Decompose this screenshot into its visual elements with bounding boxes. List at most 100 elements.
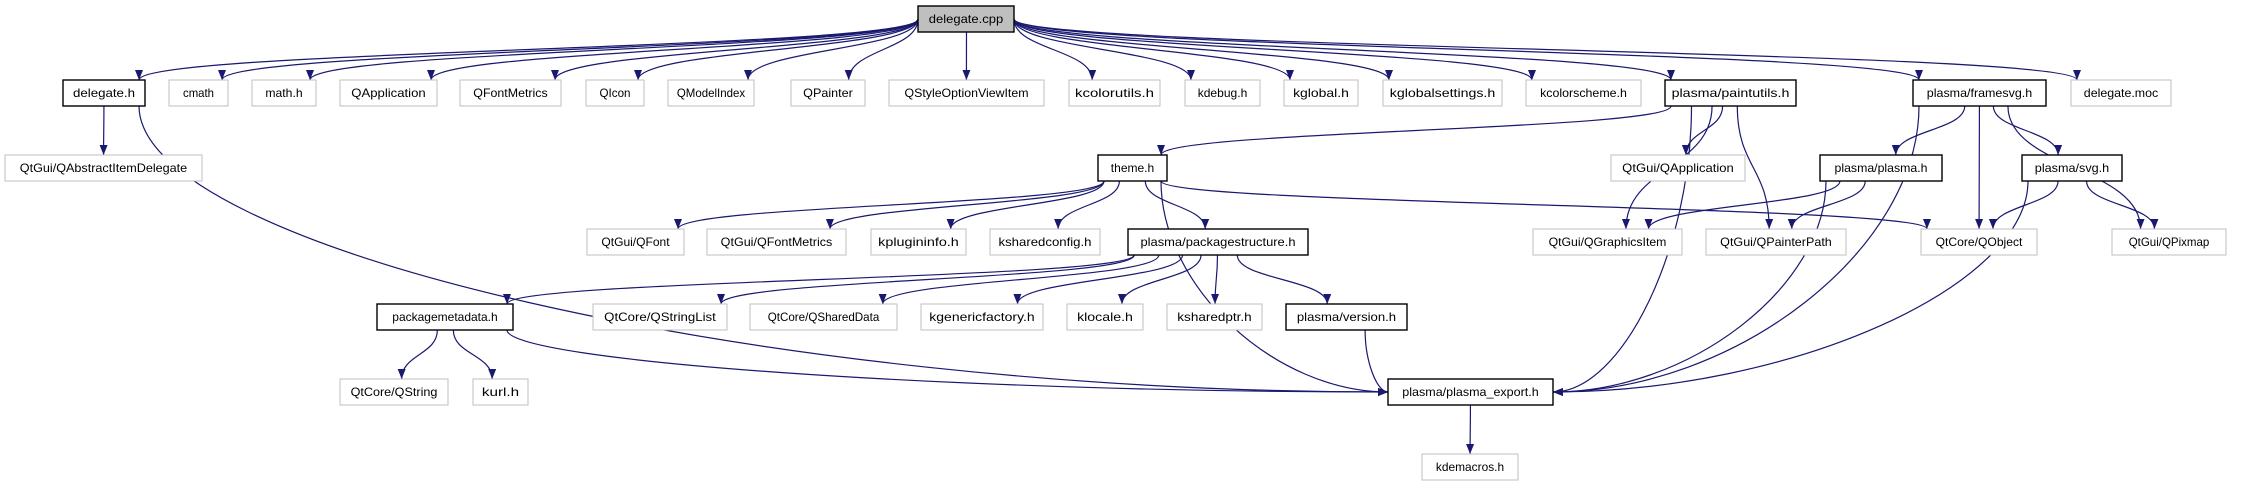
- edge-delegate-cpp-to-qapplication: [427, 18, 919, 81]
- edge-theme-h-to-plasma-export: [1160, 180, 1389, 396]
- node-theme-h[interactable]: theme.h: [1097, 154, 1168, 182]
- node-label: QApplication: [351, 86, 425, 100]
- node-plasma-framesvg-h[interactable]: plasma/framesvg.h: [1912, 79, 2047, 107]
- node-label: kcolorutils.h: [1075, 86, 1154, 100]
- edge-packagemetadata-to-qstring: [397, 329, 438, 380]
- edge-delegate-cpp-to-math-h: [306, 18, 919, 81]
- node-label: plasma/version.h: [1297, 310, 1396, 324]
- edge-theme-h-to-kplugininfo: [946, 180, 1105, 230]
- edge-delegate-cpp-to-qfontmetrics: [551, 18, 919, 81]
- node-label: plasma/paintutils.h: [1672, 86, 1790, 100]
- node-box: [1532, 228, 1683, 256]
- edge-version-h-to-plasma-export: [1364, 329, 1389, 396]
- edge-delegate-cpp-to-kdebug: [1013, 18, 1195, 81]
- edge-svg-h-to-qpixmap: [2085, 180, 2159, 230]
- node-kplugininfo-h: kplugininfo.h: [870, 228, 967, 256]
- node-box: [62, 79, 146, 107]
- node-packagemetadata-h[interactable]: packagemetadata.h: [376, 303, 514, 331]
- node-plasma-plasma-h[interactable]: plasma/plasma.h: [1819, 154, 1943, 182]
- node-box: [251, 79, 317, 107]
- node-box: [1068, 79, 1161, 107]
- node-box: [1912, 79, 2047, 107]
- node-label: QtGui/QPixmap: [2129, 235, 2210, 249]
- node-box: [585, 79, 645, 107]
- edge-theme-h-to-qfont: [674, 180, 1105, 230]
- edge-delegate-cpp-to-qicon: [634, 18, 919, 81]
- node-cmath: cmath: [168, 79, 229, 107]
- node-qtcore-qstringlist: QtCore/QStringList: [592, 303, 728, 331]
- node-label: QtGui/QGraphicsItem: [1549, 235, 1667, 249]
- node-kglobal-h: kglobal.h: [1283, 79, 1359, 107]
- node-box: [339, 79, 438, 107]
- node-label: QtGui/QPainterPath: [1720, 235, 1832, 249]
- node-kdemacros-h: kdemacros.h: [1421, 453, 1519, 481]
- node-box: [376, 303, 514, 331]
- node-label: QtGui/QFont: [601, 235, 670, 249]
- node-box: [592, 303, 728, 331]
- node-box: [667, 79, 755, 107]
- node-box: [749, 303, 898, 331]
- node-label: QtGui/QFontMetrics: [721, 235, 833, 249]
- node-qtgui-qabstractitemdelegate: QtGui/QAbstractItemDelegate: [4, 154, 203, 182]
- node-plasma-paintutils-h[interactable]: plasma/paintutils.h: [1664, 79, 1797, 107]
- node-box: [1525, 79, 1642, 107]
- node-kgenericfactory-h: kgenericfactory.h: [920, 303, 1044, 331]
- node-delegate-cpp[interactable]: delegate.cpp: [917, 5, 1015, 33]
- node-delegate-h[interactable]: delegate.h: [62, 79, 146, 107]
- node-qtgui-qgraphicsitem: QtGui/QGraphicsItem: [1532, 228, 1683, 256]
- node-label: plasma/plasma.h: [1835, 161, 1928, 175]
- node-label: kgenericfactory.h: [929, 310, 1034, 324]
- node-box: [920, 303, 1044, 331]
- node-label: kurl.h: [482, 385, 519, 399]
- node-box: [4, 154, 203, 182]
- node-plasma-plasma-export-h[interactable]: plasma/plasma_export.h: [1387, 378, 1554, 406]
- edge-delegate-cpp-to-cmath: [218, 18, 919, 81]
- node-ksharedconfig-h: ksharedconfig.h: [989, 228, 1101, 256]
- node-label: cmath: [183, 86, 214, 100]
- node-box: [1283, 79, 1359, 107]
- edge-delegate-cpp-to-qpainter: [844, 18, 919, 81]
- node-label: packagemetadata.h: [392, 310, 497, 324]
- node-plasma-packagestructure-h[interactable]: plasma/packagestructure.h: [1127, 228, 1309, 256]
- edges-layer: [99, 18, 2159, 455]
- node-plasma-version-h[interactable]: plasma/version.h: [1285, 303, 1408, 331]
- node-box: [1421, 453, 1519, 481]
- node-label: QIcon: [600, 86, 631, 100]
- edge-plasma-h-to-qpainterpath: [1787, 180, 1866, 230]
- node-label: QtCore/QStringList: [604, 310, 716, 324]
- node-box: [586, 228, 685, 256]
- node-klocale-h: klocale.h: [1066, 303, 1144, 331]
- node-label: QModelIndex: [677, 86, 745, 100]
- node-label: plasma/packagestructure.h: [1141, 235, 1296, 249]
- edge-paintutils-to-theme-h: [1157, 105, 1672, 156]
- node-math-h: math.h: [251, 79, 317, 107]
- edge-packagestructure-to-qstringlist: [717, 254, 1135, 305]
- node-box: [1184, 79, 1261, 107]
- edge-packagestructure-to-version-h: [1236, 254, 1332, 305]
- edge-plasma-h-to-qgraphicsitem: [1644, 180, 1841, 230]
- node-box: [1819, 154, 1943, 182]
- node-label: kglobalsettings.h: [1390, 86, 1495, 100]
- edge-delegate-cpp-to-delegate-moc: [1013, 18, 2081, 81]
- node-ksharedptr-h: ksharedptr.h: [1166, 303, 1263, 331]
- edge-paintutils-to-qtgui-qapplication: [1681, 105, 1724, 156]
- node-label: kdebug.h: [1198, 86, 1248, 100]
- node-label: QStyleOptionViewItem: [905, 86, 1029, 100]
- edge-delegate-cpp-to-kglobal: [1013, 18, 1294, 81]
- node-kcolorutils-h: kcolorutils.h: [1068, 79, 1161, 107]
- edge-delegate-cpp-to-qmodelindex: [744, 18, 919, 81]
- node-box: [2070, 79, 2172, 107]
- edge-packagestructure-to-klocale: [1117, 254, 1202, 305]
- edge-packagemetadata-to-kurl: [452, 329, 497, 380]
- node-plasma-svg-h[interactable]: plasma/svg.h: [2021, 154, 2123, 182]
- node-box: [472, 378, 529, 406]
- node-qtgui-qfontmetrics: QtGui/QFontMetrics: [706, 228, 847, 256]
- node-qstyleoptionviewitem: QStyleOptionViewItem: [888, 79, 1045, 107]
- node-label: QPainter: [803, 86, 853, 100]
- node-kurl-h: kurl.h: [472, 378, 529, 406]
- node-box: [1920, 228, 2038, 256]
- edge-plasma-h-to-plasma-export: [1552, 180, 1827, 396]
- node-box: [888, 79, 1045, 107]
- node-label: QtCore/QString: [351, 385, 438, 399]
- node-box: [1066, 303, 1144, 331]
